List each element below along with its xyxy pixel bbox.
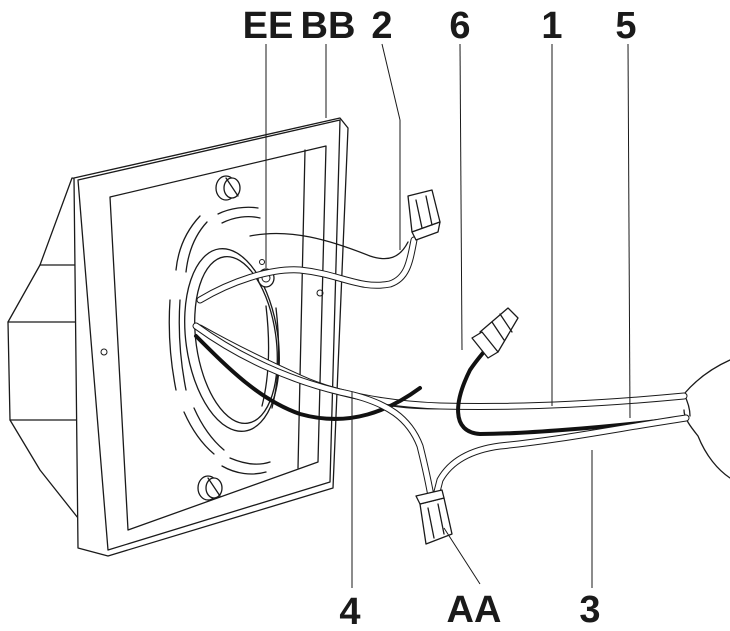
- wire-nut-bottom: [415, 489, 453, 545]
- wire-nut-top: [407, 189, 441, 241]
- leader-lines: [265, 43, 631, 588]
- mounting-screw-bottom: [197, 475, 223, 501]
- callout-5: 5: [615, 5, 636, 47]
- mounting-screw-top: [215, 175, 241, 201]
- callout-aa: AA: [447, 589, 502, 631]
- callout-3: 3: [579, 589, 600, 631]
- callout-2: 2: [371, 5, 392, 47]
- callout-4: 4: [339, 591, 360, 631]
- callout-1: 1: [541, 5, 562, 47]
- callout-bb: BB: [301, 5, 356, 47]
- callout-ee: EE: [243, 5, 294, 47]
- wire-nut-right: [471, 307, 519, 359]
- callout-6: 6: [449, 5, 470, 47]
